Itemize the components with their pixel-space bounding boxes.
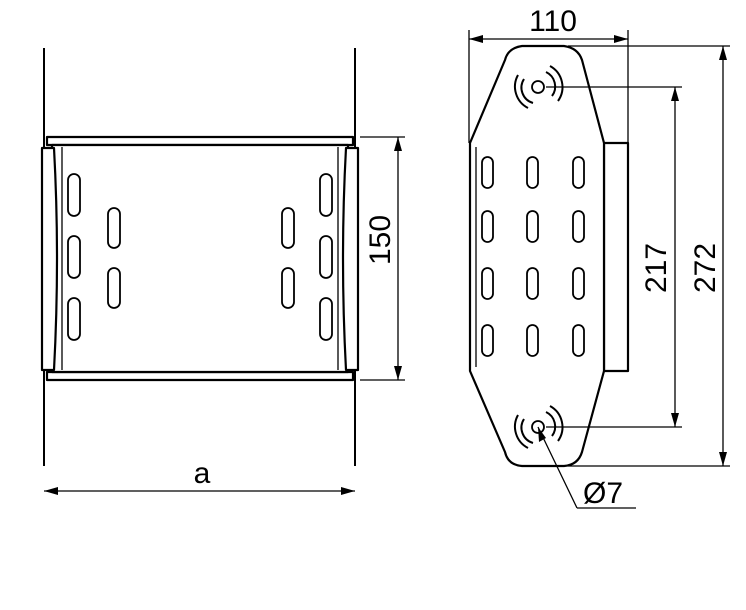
- dimension-150-label: 150: [364, 215, 397, 265]
- bottom-flange: [45, 370, 355, 382]
- slot: [319, 297, 333, 341]
- slot: [526, 324, 539, 357]
- slot: [526, 156, 539, 189]
- slot: [67, 297, 81, 341]
- dimension-272-label: 272: [689, 243, 722, 293]
- dimension-272: 272: [568, 45, 730, 467]
- dimension-150: 150: [360, 136, 405, 381]
- slot: [572, 210, 585, 243]
- front-view: 150 a: [40, 48, 405, 495]
- right-side-flange: [341, 146, 360, 372]
- dimension-a-label: a: [194, 457, 211, 490]
- side-flange-strip: [602, 141, 630, 373]
- slot: [526, 267, 539, 300]
- slot: [67, 173, 81, 217]
- slot: [319, 173, 333, 217]
- front-slots: [67, 173, 333, 341]
- top-mounting-hole: [513, 65, 564, 109]
- dimension-diameter: Ø7: [537, 426, 636, 510]
- dimension-110-label: 110: [529, 5, 577, 38]
- front-plate: [50, 143, 350, 374]
- slot: [481, 210, 494, 243]
- slot: [107, 267, 121, 309]
- slot: [572, 156, 585, 189]
- dimension-217: 217: [546, 86, 682, 428]
- slot: [481, 267, 494, 300]
- bottom-mounting-hole: [513, 405, 564, 449]
- slot: [526, 210, 539, 243]
- side-view: 110 217 272 Ø7: [468, 5, 730, 510]
- dimension-diameter-label: Ø7: [583, 477, 623, 510]
- side-slots: [481, 156, 585, 357]
- slot: [481, 156, 494, 189]
- slot: [481, 324, 494, 357]
- slot: [107, 207, 121, 249]
- dimension-217-label: 217: [640, 243, 673, 293]
- slot: [281, 207, 295, 249]
- side-plate: [468, 44, 606, 468]
- left-side-flange: [40, 146, 59, 372]
- slot: [572, 324, 585, 357]
- dimension-a: a: [44, 457, 355, 495]
- slot: [281, 267, 295, 309]
- slot: [319, 235, 333, 279]
- slot: [67, 235, 81, 279]
- hole-icon: [531, 80, 545, 94]
- dimension-110: 110: [468, 5, 629, 143]
- top-flange: [45, 135, 355, 147]
- slot: [572, 267, 585, 300]
